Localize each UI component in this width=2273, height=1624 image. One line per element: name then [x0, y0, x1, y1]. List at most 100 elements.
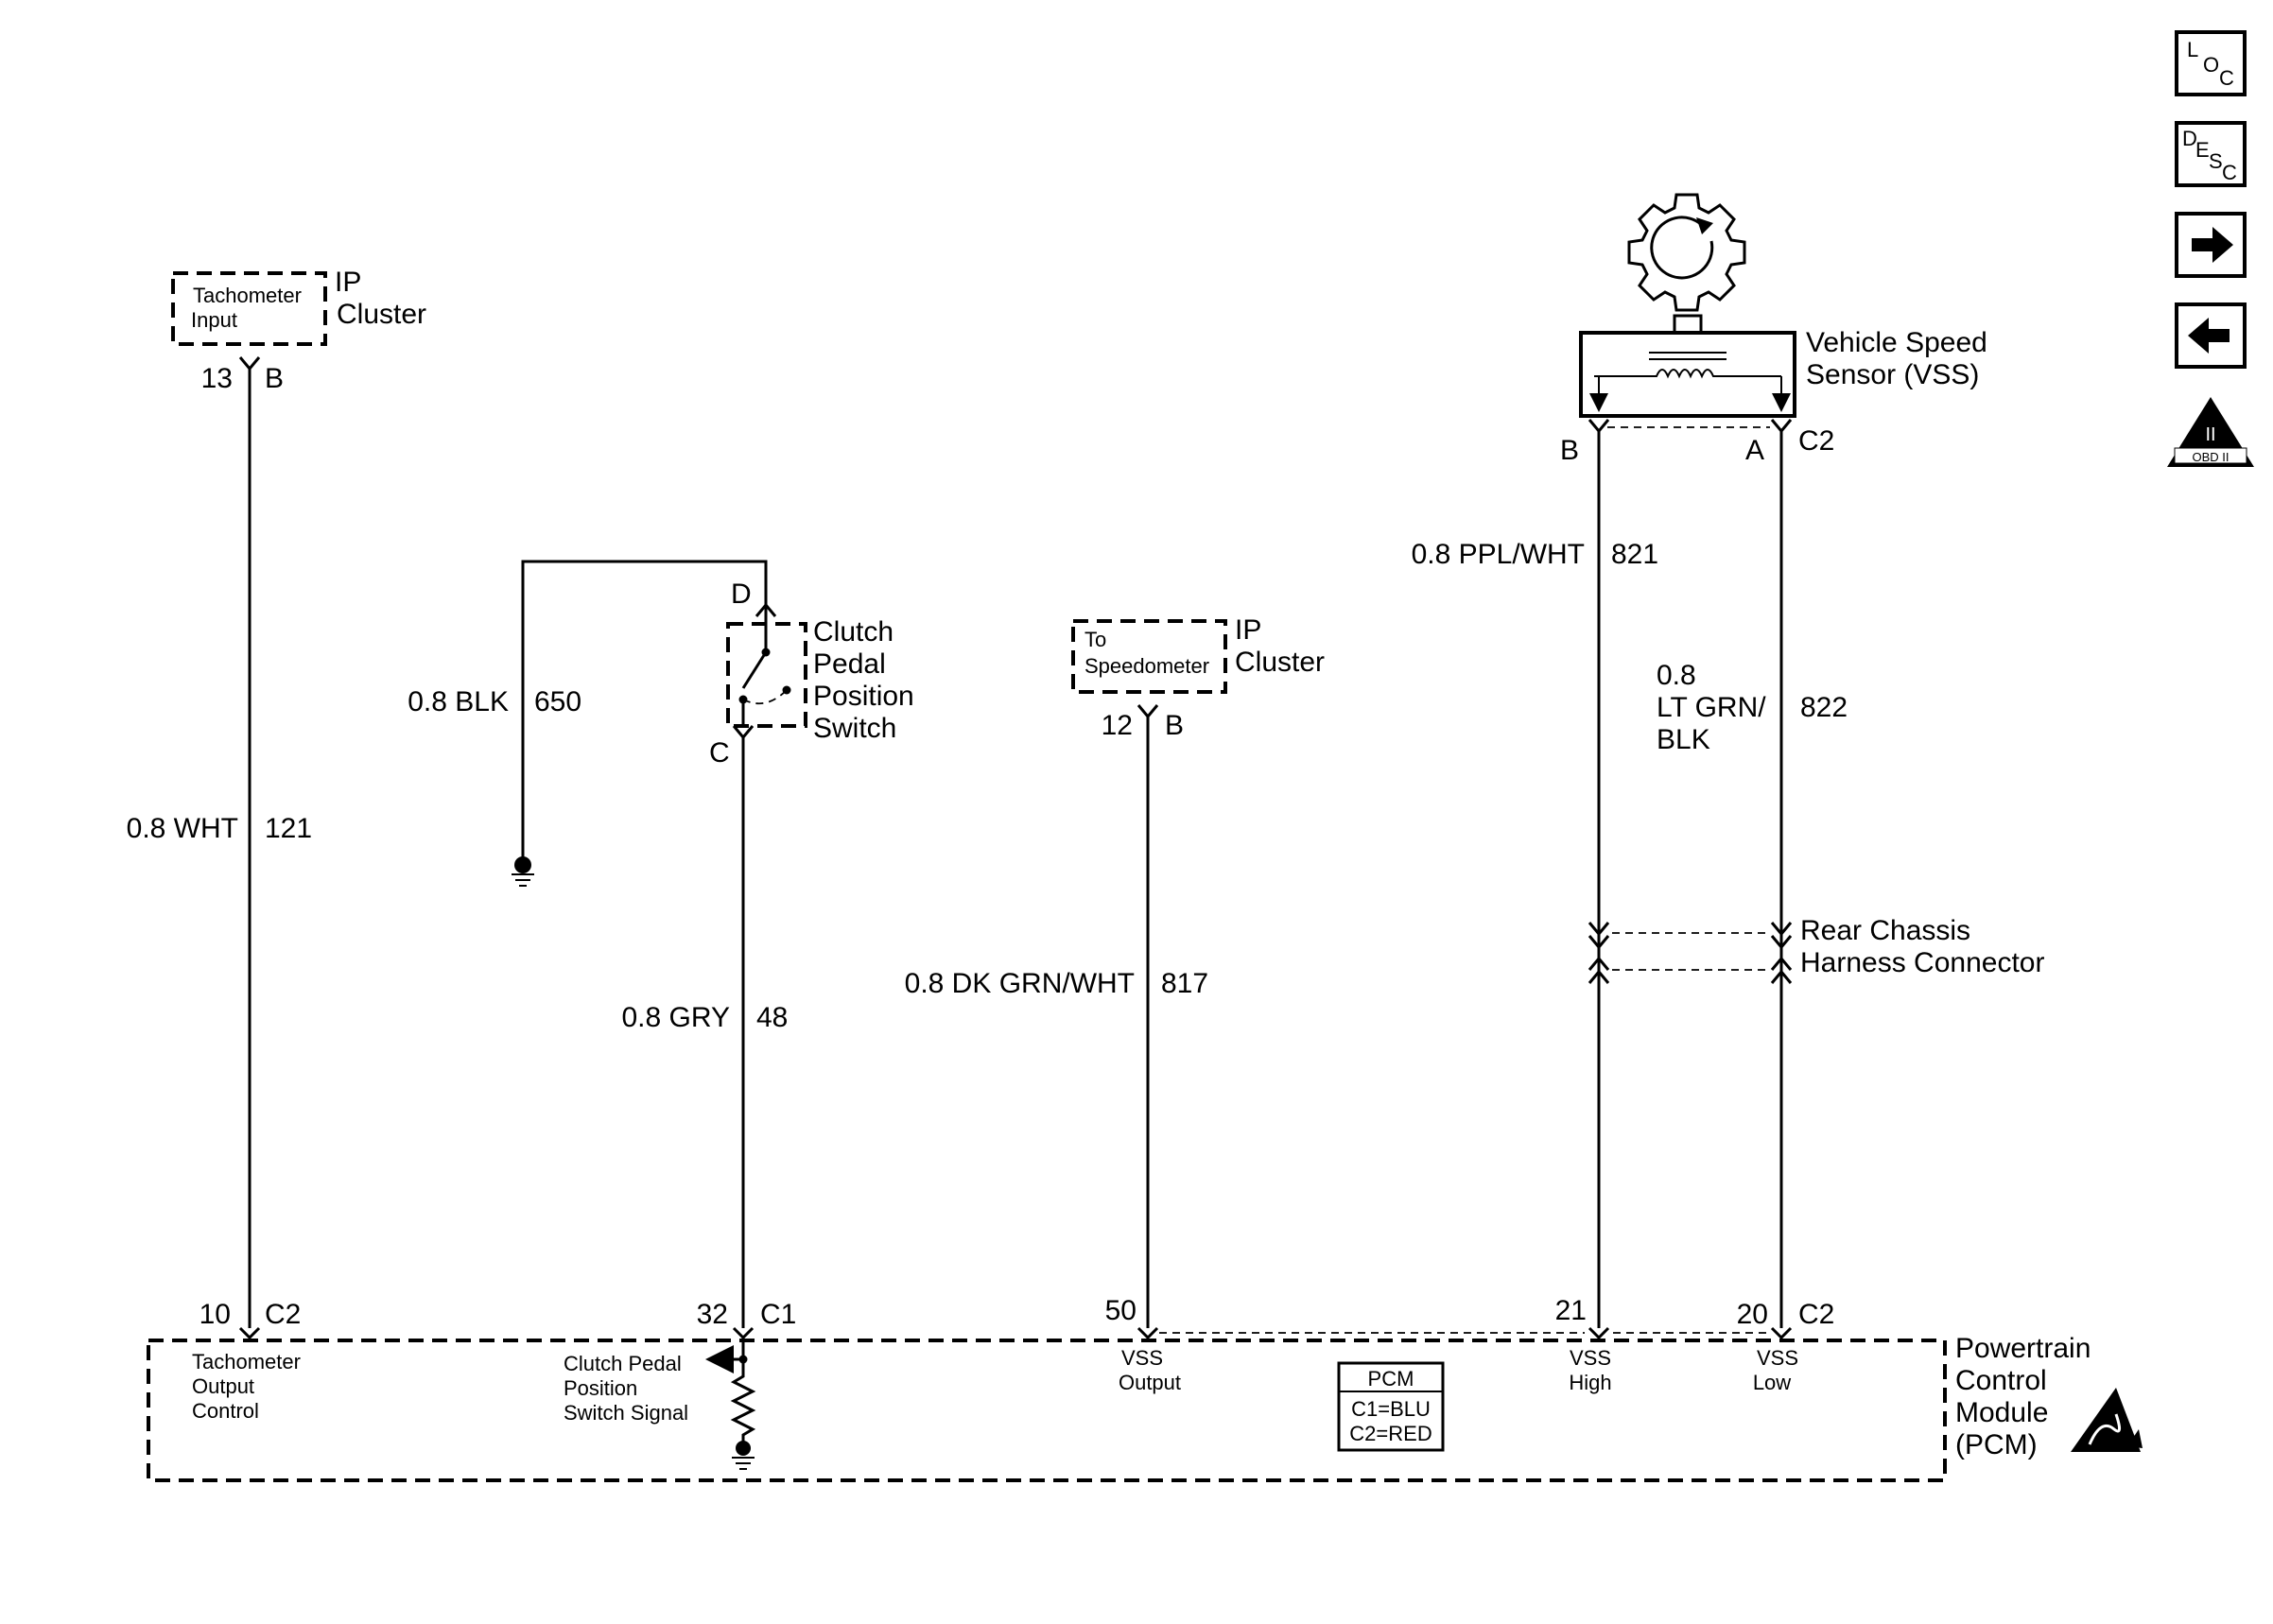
svg-text:0.8 PPL/WHT: 0.8 PPL/WHT: [1412, 539, 1585, 570]
svg-text:B: B: [1165, 710, 1184, 741]
svg-text:50: 50: [1105, 1295, 1136, 1326]
svg-text:650: 650: [534, 686, 581, 717]
svg-text:C2: C2: [1798, 1299, 1834, 1330]
ground-symbol: [512, 856, 534, 887]
svg-text:IP: IP: [1235, 614, 1261, 646]
svg-text:S: S: [2209, 149, 2223, 173]
tach-input-pin: 13 B: [201, 356, 284, 394]
svg-text:C1: C1: [760, 1299, 796, 1330]
powertrain-control-module: Powertrain Control Module (PCM) Tachomet…: [147, 1333, 2091, 1482]
pcm-pins: 10 C2 32 C1 50 21 20 C2: [200, 1295, 1834, 1340]
svg-text:21: 21: [1555, 1295, 1587, 1326]
svg-text:Tachometer: Tachometer: [193, 284, 302, 307]
svg-text:Speedometer: Speedometer: [1084, 654, 1209, 678]
svg-text:II: II: [2205, 424, 2215, 445]
svg-text:A: A: [1745, 435, 1764, 466]
svg-text:To: To: [1084, 628, 1106, 651]
svg-text:13: 13: [201, 363, 233, 394]
svg-text:Output: Output: [192, 1374, 254, 1398]
vss-rotor-icon: [1627, 193, 1746, 312]
speedometer-input-pin: 12 B: [1102, 704, 1184, 741]
clutch-pedal-position-switch: D Clutch Pedal Position Switch C: [709, 579, 914, 769]
svg-text:0.8 GRY: 0.8 GRY: [621, 1002, 730, 1033]
svg-text:LT GRN/: LT GRN/: [1657, 692, 1766, 723]
pcm-clutch-input-circuit: [705, 1338, 756, 1470]
svg-text:32: 32: [697, 1299, 728, 1330]
svg-text:C: C: [709, 737, 730, 769]
svg-text:Vehicle Speed: Vehicle Speed: [1806, 327, 1987, 358]
svg-text:Output: Output: [1119, 1371, 1181, 1394]
svg-text:0.8 BLK: 0.8 BLK: [408, 686, 509, 717]
arrow-right-icon: [2192, 227, 2233, 263]
svg-text:Position: Position: [813, 681, 914, 712]
wire-821: 0.8 PPL/WHT 821: [1412, 431, 1658, 1328]
previous-page-button[interactable]: [2175, 302, 2247, 369]
svg-text:VSS: VSS: [1757, 1346, 1798, 1370]
svg-text:PCM: PCM: [1368, 1367, 1414, 1391]
svg-text:Sensor (VSS): Sensor (VSS): [1806, 359, 1979, 390]
svg-text:O: O: [2203, 53, 2219, 77]
svg-text:D: D: [2182, 127, 2197, 150]
svg-text:Position: Position: [564, 1376, 637, 1400]
svg-text:Input: Input: [191, 308, 237, 332]
svg-text:12: 12: [1102, 710, 1133, 741]
svg-text:0.8 WHT: 0.8 WHT: [127, 813, 238, 844]
svg-text:Switch Signal: Switch Signal: [564, 1401, 688, 1425]
svg-text:Module: Module: [1955, 1397, 2048, 1428]
svg-text:D: D: [731, 579, 752, 610]
svg-text:Clutch: Clutch: [813, 616, 894, 648]
svg-text:OBD II: OBD II: [2192, 450, 2229, 464]
vehicle-speed-sensor: Vehicle Speed Sensor (VSS) B A C2: [1560, 314, 1987, 466]
svg-text:Powertrain: Powertrain: [1955, 1333, 2091, 1364]
loc-button[interactable]: L O C: [2175, 30, 2247, 96]
wire-817: 0.8 DK GRN/WHT 817: [905, 717, 1208, 1328]
wire-48: 0.8 GRY 48: [621, 737, 788, 1328]
svg-text:Rear Chassis: Rear Chassis: [1800, 915, 1970, 946]
svg-text:Switch: Switch: [813, 713, 896, 744]
svg-text:High: High: [1569, 1371, 1611, 1394]
svg-text:Harness Connector: Harness Connector: [1800, 947, 2044, 978]
svg-text:Control: Control: [192, 1399, 259, 1423]
svg-text:B: B: [1560, 435, 1579, 466]
svg-text:C: C: [2219, 66, 2234, 90]
obd-ii-button[interactable]: OBD II II: [2167, 397, 2254, 467]
svg-text:C: C: [2222, 161, 2237, 184]
svg-text:Cluster: Cluster: [337, 299, 426, 330]
svg-text:IP: IP: [335, 267, 361, 298]
svg-text:C2=RED: C2=RED: [1349, 1422, 1431, 1445]
svg-text:821: 821: [1611, 539, 1658, 570]
svg-text:BLK: BLK: [1657, 724, 1710, 755]
svg-text:0.8 DK GRN/WHT: 0.8 DK GRN/WHT: [905, 968, 1135, 999]
svg-text:48: 48: [756, 1002, 788, 1033]
svg-text:(PCM): (PCM): [1955, 1429, 2038, 1460]
svg-text:VSS: VSS: [1570, 1346, 1611, 1370]
svg-text:VSS: VSS: [1121, 1346, 1163, 1370]
svg-text:B: B: [265, 363, 284, 394]
speedometer-input-component: To Speedometer IP Cluster: [1071, 614, 1325, 694]
svg-text:Cluster: Cluster: [1235, 647, 1325, 678]
svg-text:817: 817: [1161, 968, 1208, 999]
svg-text:Low: Low: [1753, 1371, 1791, 1394]
svg-text:E: E: [2195, 138, 2210, 162]
wire-822: 0.8 LT GRN/ BLK 822: [1657, 431, 1848, 1328]
svg-text:C1=BLU: C1=BLU: [1351, 1397, 1431, 1421]
svg-text:Tachometer: Tachometer: [192, 1350, 301, 1373]
svg-text:10: 10: [200, 1299, 231, 1330]
tachometer-input-component: Tachometer Input IP Cluster: [171, 267, 426, 346]
wire-121: 0.8 WHT 121: [127, 369, 312, 1328]
svg-text:822: 822: [1800, 692, 1848, 723]
svg-text:20: 20: [1737, 1299, 1768, 1330]
svg-text:121: 121: [265, 813, 312, 844]
rear-chassis-harness-connector: Rear Chassis Harness Connector: [1588, 915, 2044, 984]
arrow-left-icon: [2188, 318, 2230, 354]
next-page-button[interactable]: [2175, 212, 2247, 278]
svg-text:Control: Control: [1955, 1365, 2047, 1396]
desc-button[interactable]: D E S C: [2175, 121, 2247, 187]
svg-text:Clutch Pedal: Clutch Pedal: [564, 1352, 682, 1375]
svg-text:0.8: 0.8: [1657, 660, 1696, 691]
esd-warning-icon: [2071, 1388, 2143, 1452]
svg-text:L: L: [2187, 38, 2198, 61]
svg-text:Pedal: Pedal: [813, 648, 886, 680]
svg-text:C2: C2: [265, 1299, 301, 1330]
